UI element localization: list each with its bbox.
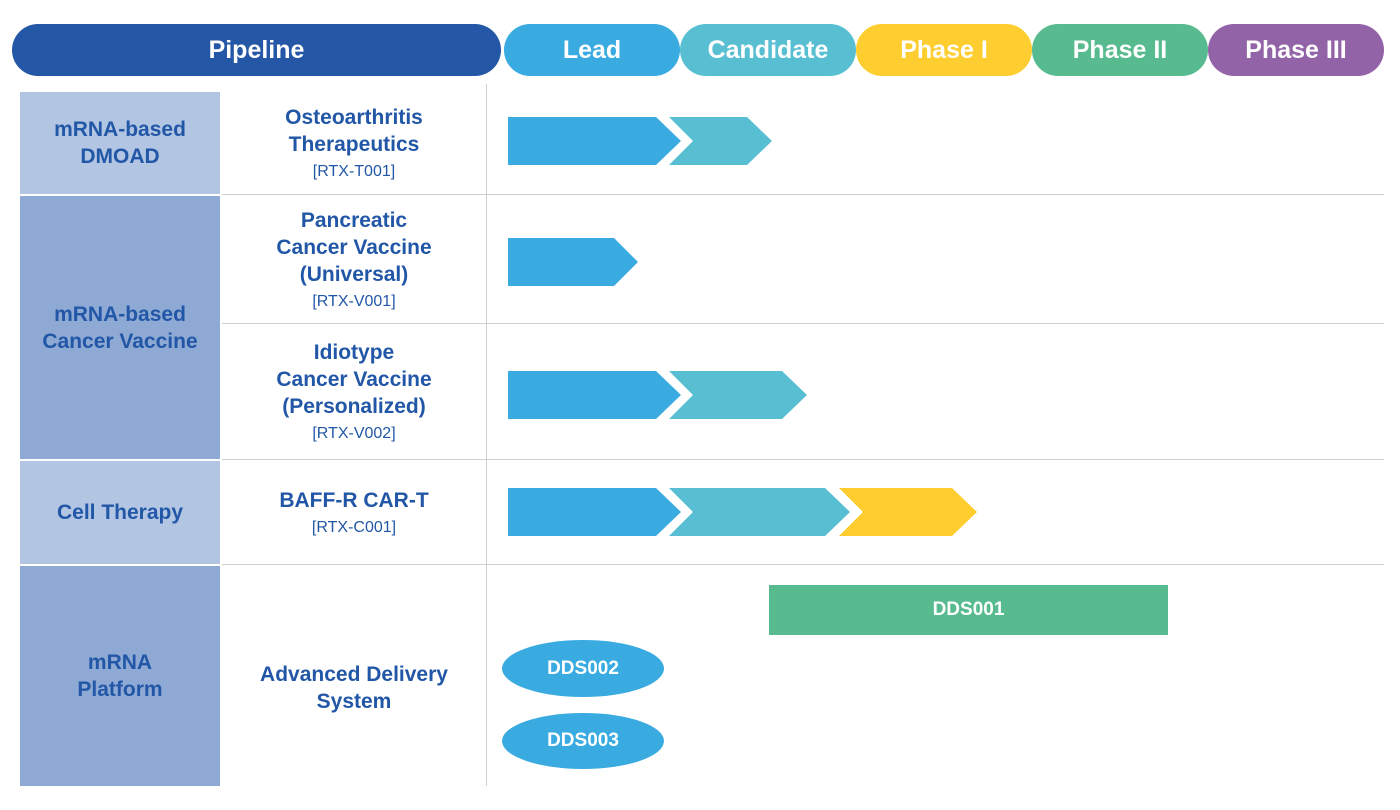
category-cancer-vaccine: mRNA-based Cancer Vaccine [20, 196, 220, 459]
category-mrna-platform: mRNA Platform [20, 566, 220, 786]
pipeline-header: Pipeline [12, 24, 501, 76]
stage-header-phase-1: Phase I [856, 24, 1032, 76]
progress-arrow-lead [508, 371, 681, 419]
dds003-label: DDS003 [547, 730, 619, 751]
row-divider [222, 564, 1384, 565]
progress-arrow-candidate [669, 488, 850, 536]
stage-header-lead: Lead [504, 24, 680, 76]
stage-label: Candidate [707, 35, 829, 64]
program-name: Advanced Delivery System [260, 663, 448, 713]
stage-header-phase-3: Phase III [1208, 24, 1384, 76]
program-advanced-delivery: Advanced Delivery System [222, 566, 486, 810]
category-label: mRNA-based DMOAD [54, 118, 186, 168]
progress-arrow-phase-1 [839, 488, 977, 536]
column-divider [486, 84, 487, 786]
progress-arrow-candidate [669, 117, 772, 165]
row-divider [222, 194, 1384, 195]
program-code: [RTX-V002] [312, 424, 396, 442]
category-dmoad: mRNA-based DMOAD [20, 92, 220, 194]
category-cell-therapy: Cell Therapy [20, 461, 220, 564]
dds002-label: DDS002 [547, 657, 619, 679]
progress-arrow-lead [508, 238, 638, 286]
dds002-oval: DDS002 [502, 640, 664, 697]
program-idiotype-vaccine: Idiotype Cancer Vaccine (Personalized) [… [222, 324, 486, 459]
row-divider [222, 459, 1384, 460]
progress-arrow-lead [508, 488, 681, 536]
progress-arrow-lead [508, 117, 681, 165]
progress-arrow-candidate [669, 371, 807, 419]
category-label: mRNA Platform [77, 651, 163, 701]
stage-label: Phase III [1245, 35, 1347, 64]
stage-label: Lead [562, 35, 622, 64]
program-name: BAFF-R CAR-T [279, 488, 429, 512]
category-label: mRNA-based Cancer Vaccine [42, 302, 198, 353]
program-code: [RTX-C001] [311, 518, 397, 536]
dds003-oval: DDS003 [502, 713, 664, 769]
program-name: Idiotype Cancer Vaccine (Personalized) [276, 340, 432, 418]
pipeline-title: Pipeline [208, 35, 305, 64]
program-name: Pancreatic Cancer Vaccine (Universal) [276, 208, 432, 286]
program-name: Osteoarthritis Therapeutics [285, 105, 423, 156]
stage-header-phase-2: Phase II [1032, 24, 1208, 76]
category-label: Cell Therapy [56, 501, 184, 524]
stage-header-candidate: Candidate [680, 24, 856, 76]
program-pancreatic-vaccine: Pancreatic Cancer Vaccine (Universal) [R… [222, 196, 486, 323]
program-baff-r-car-t: BAFF-R CAR-T [RTX-C001] [222, 461, 486, 564]
dds001-bar: DDS001 [769, 585, 1168, 635]
dds001-label: DDS001 [932, 599, 1005, 620]
row-divider [222, 323, 1384, 324]
stage-label: Phase II [1072, 35, 1168, 64]
stage-label: Phase I [900, 35, 988, 64]
program-code: [RTX-V001] [312, 292, 396, 310]
program-code: [RTX-T001] [312, 162, 396, 180]
program-osteoarthritis: Osteoarthritis Therapeutics [RTX-T001] [222, 92, 486, 194]
